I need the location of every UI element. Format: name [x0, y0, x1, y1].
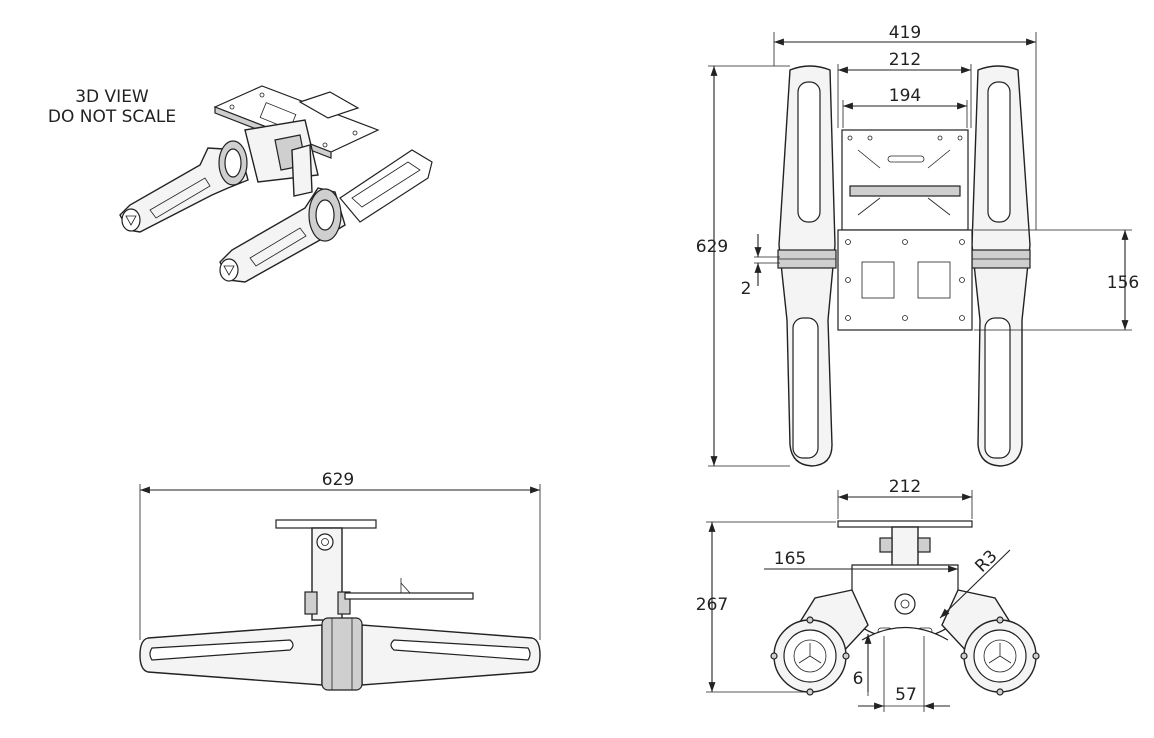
- dim-hole-spacing: 57: [895, 685, 917, 705]
- dim-plate-width: 194: [889, 86, 921, 106]
- note-line-2: DO NOT SCALE: [48, 107, 176, 127]
- dim-length: 629: [322, 470, 354, 490]
- dim-radius: R3: [971, 546, 1001, 576]
- dim-inner-width: 212: [889, 50, 921, 70]
- side-view: 629: [139, 470, 541, 691]
- note-line-1: 3D VIEW: [75, 87, 149, 107]
- dim-height: 629: [696, 237, 728, 257]
- isometric-view: [119, 85, 433, 283]
- dim-gap: 2: [741, 279, 752, 299]
- dim-top-width: 212: [889, 477, 921, 497]
- dim-offset: 6: [853, 669, 864, 689]
- scale-note: 3D VIEW DO NOT SCALE: [48, 87, 176, 127]
- front-view: 419 212 194 629 2 156: [696, 23, 1139, 467]
- dim-end-height: 267: [696, 595, 728, 615]
- dim-overall-width: 419: [889, 23, 921, 43]
- dim-plate-height: 156: [1107, 273, 1139, 293]
- end-view: 212 165 R3 267 6 57: [696, 477, 1040, 712]
- dim-half-span: 165: [774, 549, 806, 569]
